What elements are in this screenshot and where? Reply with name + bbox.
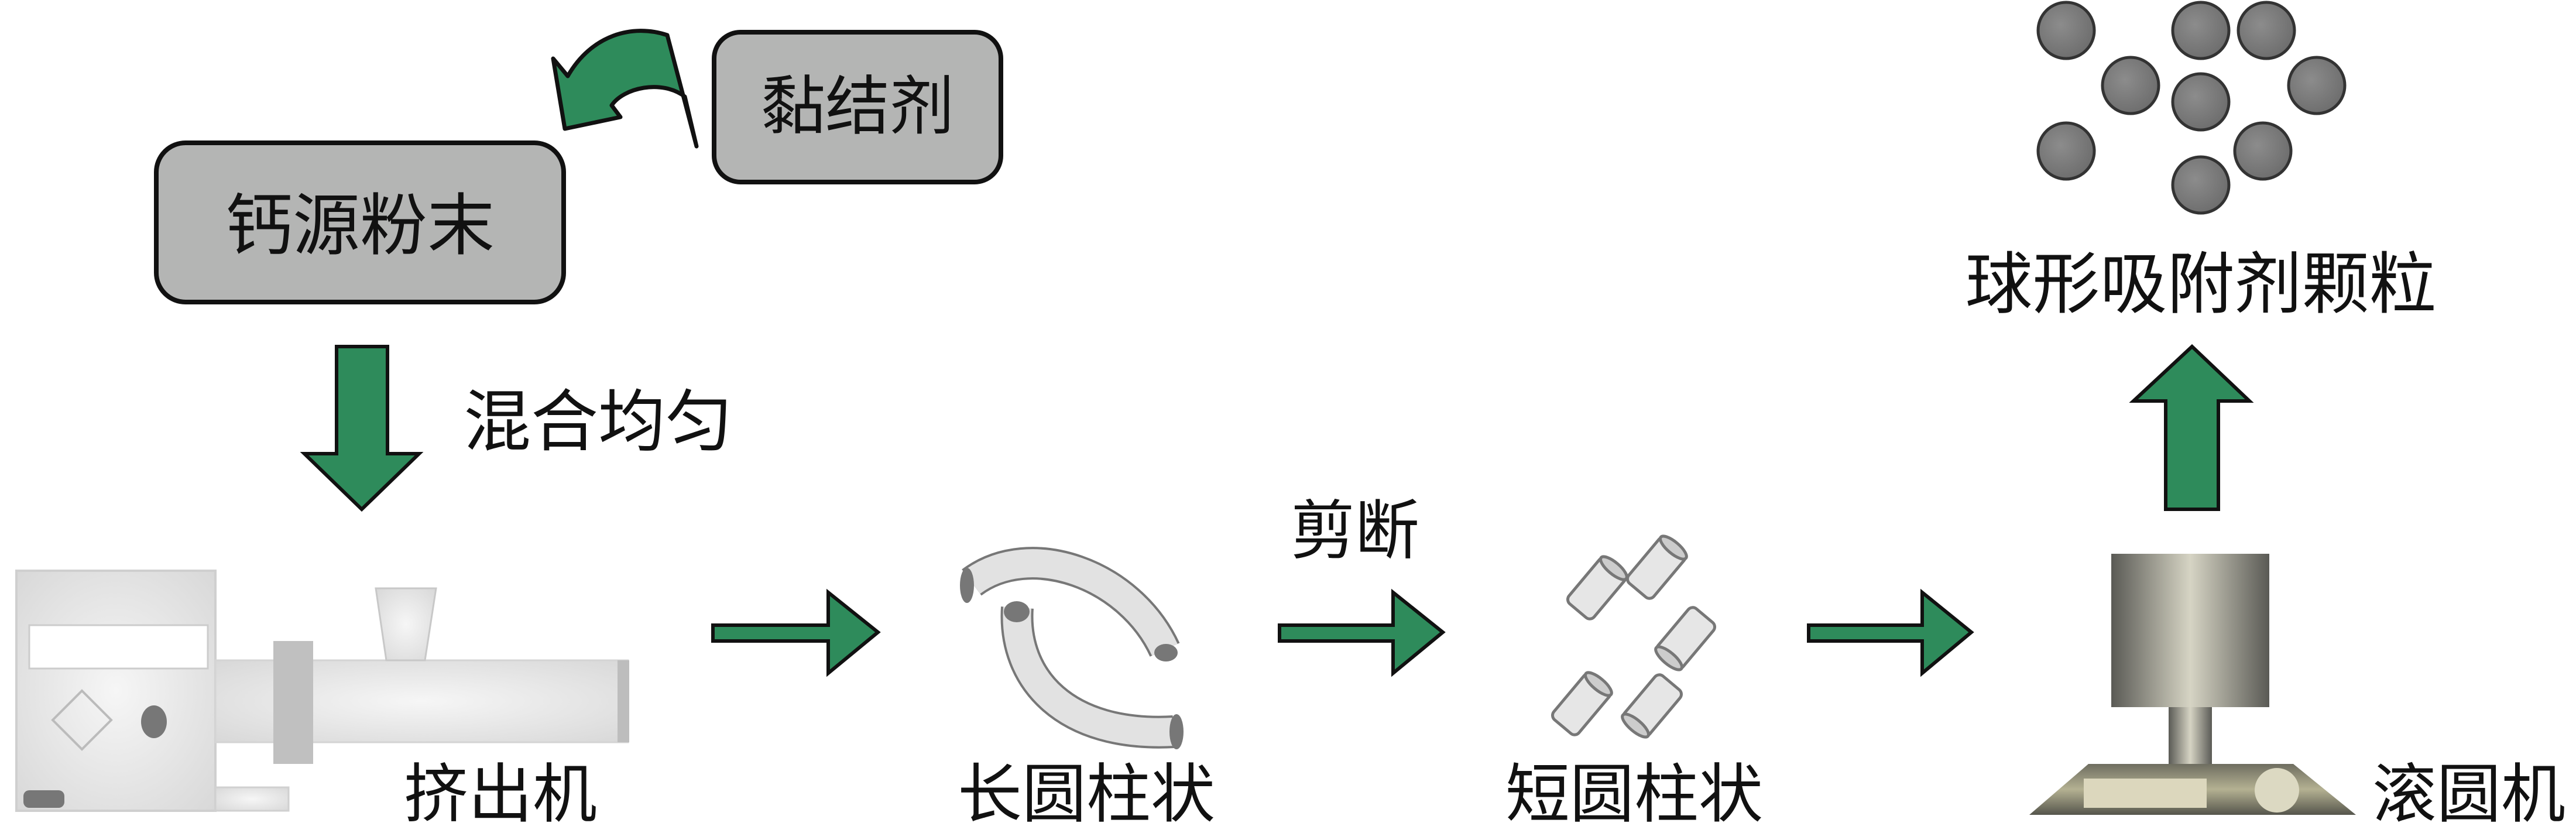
up-arrow-icon [2129, 344, 2254, 511]
right-arrow-icon [1278, 588, 1446, 677]
granule [2101, 56, 2160, 115]
right-arrow-icon [1807, 588, 1974, 677]
granule [2233, 121, 2293, 181]
cut-step-label: 剪断 [1291, 493, 1419, 568]
long-cylinder-label: 长圆柱状 [958, 757, 1215, 832]
long-cylinder-illustration [960, 547, 1184, 749]
granule [2036, 121, 2096, 181]
right-arrow-icon [711, 588, 881, 677]
extruder-label: 挤出机 [404, 757, 597, 832]
spherical-granules-illustration [2036, 1, 2347, 215]
granule [2287, 56, 2347, 115]
short-cylinder-illustration [1551, 534, 1717, 739]
granule [2171, 72, 2231, 132]
short-cylinder-label: 短圆柱状 [1505, 757, 1763, 832]
binder-box: 黏结剂 [712, 30, 1003, 184]
extruder-illustration [15, 570, 629, 812]
calcium-powder-box: 钙源粉末 [154, 140, 566, 304]
granule [2171, 155, 2231, 215]
granule [2036, 1, 2096, 60]
spheronizer-illustration [2029, 554, 2356, 815]
spherical-granules-label: 球形吸附剂颗粒 [1965, 245, 2436, 324]
binder-label: 黏结剂 [761, 69, 954, 144]
down-arrow-icon [300, 345, 424, 512]
granule [2237, 1, 2296, 60]
curved-arrow-icon [551, 29, 699, 149]
mix-step-label: 混合均匀 [464, 383, 733, 461]
spheronizer-label: 滚圆机 [2372, 757, 2565, 832]
granule [2171, 1, 2231, 60]
calcium-powder-label: 钙源粉末 [225, 187, 495, 265]
